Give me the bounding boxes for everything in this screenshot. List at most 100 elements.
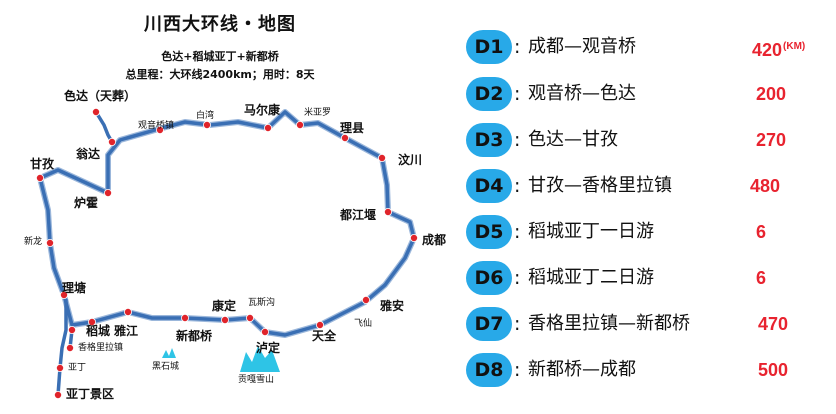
label-daocheng: 稻城 <box>86 324 111 338</box>
dot-yaan <box>361 295 370 304</box>
dot-wenchuan <box>377 153 386 162</box>
dot-miyaluo <box>295 121 304 130</box>
dot-luhuo <box>104 188 113 197</box>
itinerary-row: D5 : 稻城亚丁一日游 6 <box>466 215 826 249</box>
route-map: 川西大环线・地图 色达+稻城亚丁+新都桥 总里程：大环线2400km；用时：8天… <box>24 14 447 401</box>
label-miyaluo: 米亚罗 <box>304 108 332 118</box>
day-colon: : <box>514 313 521 335</box>
day-badge: D4 <box>466 169 512 203</box>
day-badge: D6 <box>466 261 512 295</box>
dot-tianquan <box>315 320 324 329</box>
dot-wasigou <box>245 313 254 322</box>
dot-yading <box>56 363 65 372</box>
itinerary-row: D1 : 成都—观音桥 420(KM) <box>466 30 826 64</box>
dot-luding <box>260 327 269 336</box>
day-badge: D8 <box>466 353 512 387</box>
label-ganzi: 甘孜 <box>30 157 55 171</box>
dot-kangding <box>220 315 229 324</box>
distance-unit: (KM) <box>783 41 806 52</box>
dot-ganzi <box>36 173 45 182</box>
label-yaan: 雅安 <box>380 299 405 313</box>
day-colon: : <box>514 129 521 151</box>
heishicheng-mountain-icon <box>162 348 176 358</box>
itinerary-row: D8 : 新都桥—成都 500 <box>466 353 826 387</box>
city-dots <box>36 108 418 399</box>
label-gonggashan: 贡嘎雪山 <box>238 375 275 385</box>
day-route: 新都桥—成都 <box>528 359 636 380</box>
itinerary-row: D4 : 甘孜—香格里拉镇 480 <box>466 169 826 203</box>
day-distance: 200 <box>756 84 787 104</box>
label-chengdu: 成都 <box>422 233 447 247</box>
dot-daocheng <box>88 317 97 326</box>
itinerary-row: D7 : 香格里拉镇—新都桥 470 <box>466 307 826 341</box>
dot-wengda <box>108 137 117 146</box>
day-route: 观音桥—色达 <box>528 83 636 104</box>
label-xinlong: 新龙 <box>24 237 43 247</box>
label-baiwan: 白湾 <box>196 111 215 121</box>
day-badge: D5 <box>466 215 512 249</box>
route-map-graphic <box>36 108 418 399</box>
day-badge: D1 <box>466 30 512 64</box>
label-lixian: 理县 <box>340 121 365 135</box>
day-colon: : <box>514 267 521 289</box>
itinerary-row: D3 : 色达—甘孜 270 <box>466 123 826 157</box>
day-route: 成都—观音桥 <box>528 36 636 57</box>
dot-yajiang <box>124 307 133 316</box>
dot-xianggelila <box>66 343 75 352</box>
day-badge: D7 <box>466 307 512 341</box>
day-route: 香格里拉镇—新都桥 <box>528 313 690 334</box>
dot-xinduqiao <box>180 313 189 322</box>
dot-daocheng2 <box>68 325 77 334</box>
route-seda-spur <box>94 110 114 144</box>
label-feixian: 飞仙 <box>354 319 373 329</box>
day-distance: 420(KM) <box>752 32 805 65</box>
label-wenchuan: 汶川 <box>398 153 423 167</box>
label-xinduqiao: 新都桥 <box>176 329 213 343</box>
dot-guanyinqiao <box>155 126 164 135</box>
day-route: 色达—甘孜 <box>528 129 618 150</box>
label-litang: 理塘 <box>62 281 87 295</box>
label-yading-scenic: 亚丁景区 <box>66 387 115 401</box>
label-heishicheng: 黑石城 <box>152 362 180 372</box>
dot-baiwan <box>202 121 211 130</box>
label-dujiangyan: 都江堰 <box>340 208 377 222</box>
day-distance: 480 <box>750 176 781 196</box>
label-xianggelila: 香格里拉镇 <box>78 343 124 353</box>
map-subtitle-total: 总里程：大环线2400km；用时：8天 <box>125 68 315 81</box>
day-colon: : <box>514 36 521 58</box>
day-badge: D3 <box>466 123 512 157</box>
itinerary-row: D2 : 观音桥—色达 200 <box>466 77 826 111</box>
day-route: 稻城亚丁一日游 <box>528 221 654 242</box>
day-colon: : <box>514 175 521 197</box>
dot-maerkang <box>263 124 272 133</box>
label-tianquan: 天全 <box>312 329 337 343</box>
map-title: 川西大环线・地图 <box>144 14 296 35</box>
label-wasigou: 瓦斯沟 <box>248 298 276 308</box>
dot-lixian <box>340 133 349 142</box>
day-distance: 6 <box>756 222 767 242</box>
dot-seda <box>92 108 101 117</box>
day-route: 甘孜—香格里拉镇 <box>528 175 672 196</box>
dot-litang <box>60 290 69 299</box>
day-badge: D2 <box>466 77 512 111</box>
itinerary-row: D6 : 稻城亚丁二日游 6 <box>466 261 826 295</box>
label-luhuo: 炉霍 <box>74 196 99 210</box>
day-distance: 270 <box>756 130 787 150</box>
map-subtitle-route: 色达+稻城亚丁+新都桥 <box>161 50 279 63</box>
label-luding: 泸定 <box>256 341 281 355</box>
label-seda: 色达（天葬） <box>64 89 137 103</box>
label-guanyinqiao: 观音桥镇 <box>138 121 175 131</box>
dot-yading-scenic <box>54 390 63 399</box>
day-colon: : <box>514 359 521 381</box>
dot-chengdu <box>409 233 418 242</box>
dot-dujiangyan <box>383 207 392 216</box>
day-distance: 470 <box>758 314 789 334</box>
day-distance: 500 <box>758 360 789 380</box>
gonggashan-mountain-icon <box>240 346 280 372</box>
day-colon: : <box>514 83 521 105</box>
day-distance: 6 <box>756 268 767 288</box>
day-route: 稻城亚丁二日游 <box>528 267 654 288</box>
label-maerkang: 马尔康 <box>244 103 281 117</box>
label-wengda: 翁达 <box>76 147 101 161</box>
label-kangding: 康定 <box>212 299 237 313</box>
